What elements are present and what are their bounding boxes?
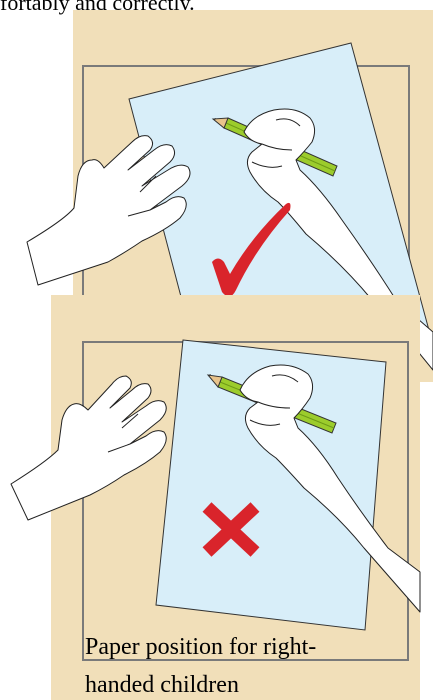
caption-line-1: Paper position for right-	[85, 632, 316, 662]
caption-line-2: handed children	[85, 670, 239, 700]
